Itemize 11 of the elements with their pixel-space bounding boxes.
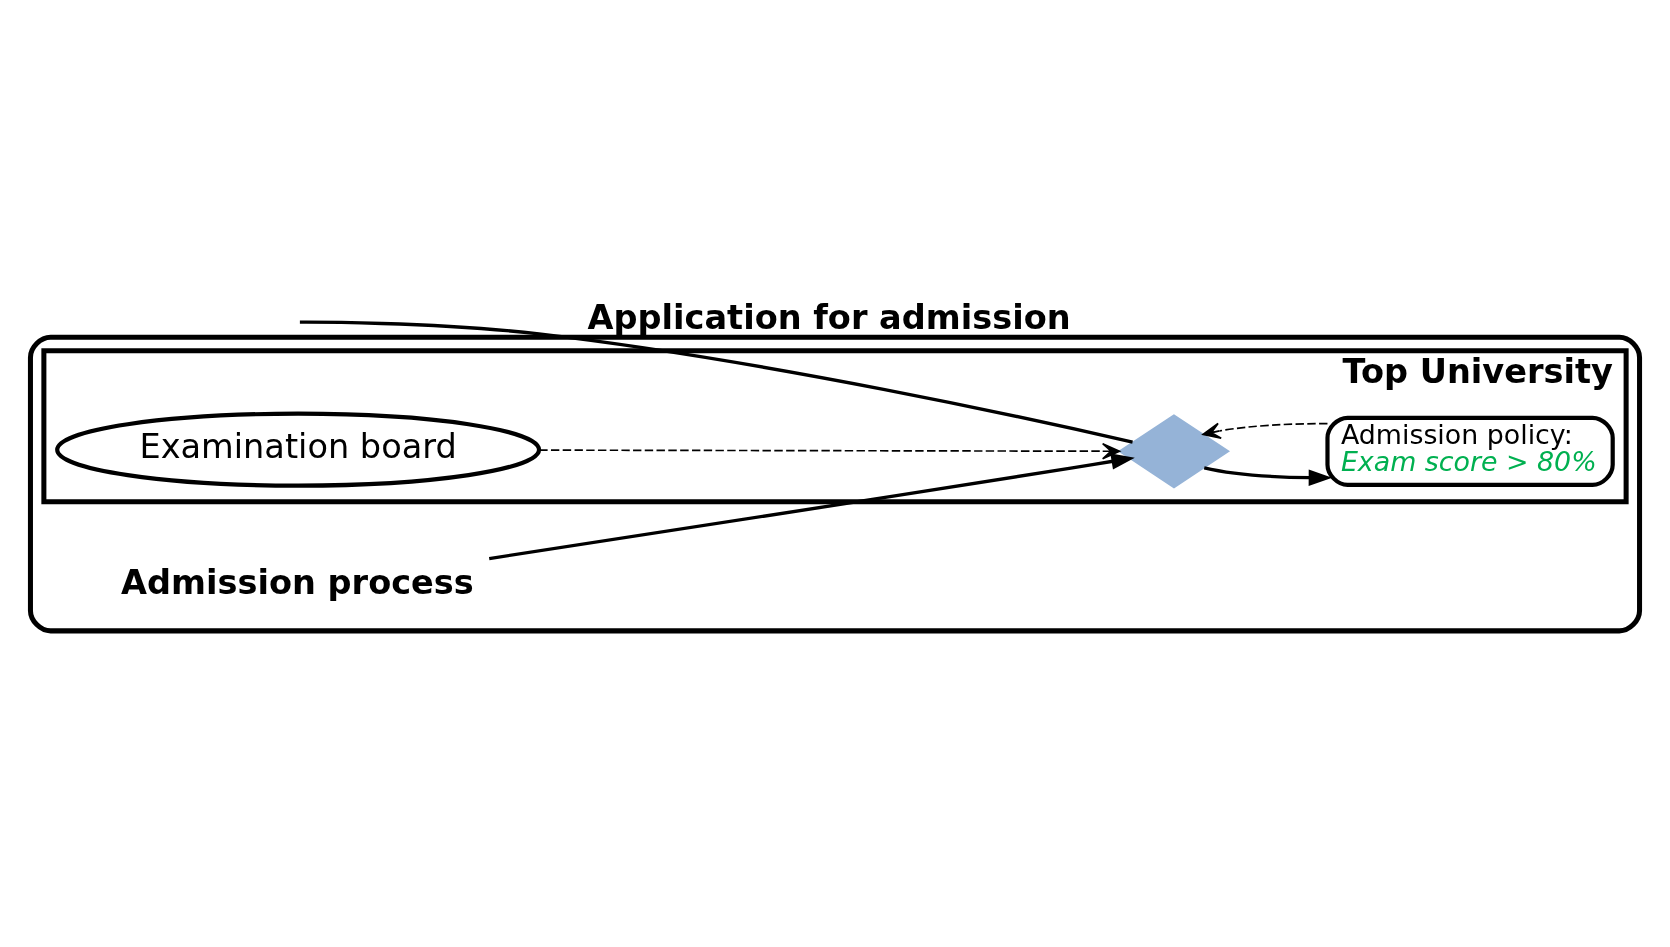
node-ellipse: Examination board [55,411,542,488]
node-box: Admission policy: Exam score > 80% [1325,415,1615,487]
arrow [538,442,1121,460]
node-text: Admission process [121,562,474,602]
arrow [488,452,1135,560]
edge-label: Application for admission [587,297,1071,337]
arrow [1203,465,1333,486]
arrow [1202,422,1329,439]
connector [299,320,1133,444]
node-diamond [1117,413,1231,488]
cluster [27,334,1643,633]
